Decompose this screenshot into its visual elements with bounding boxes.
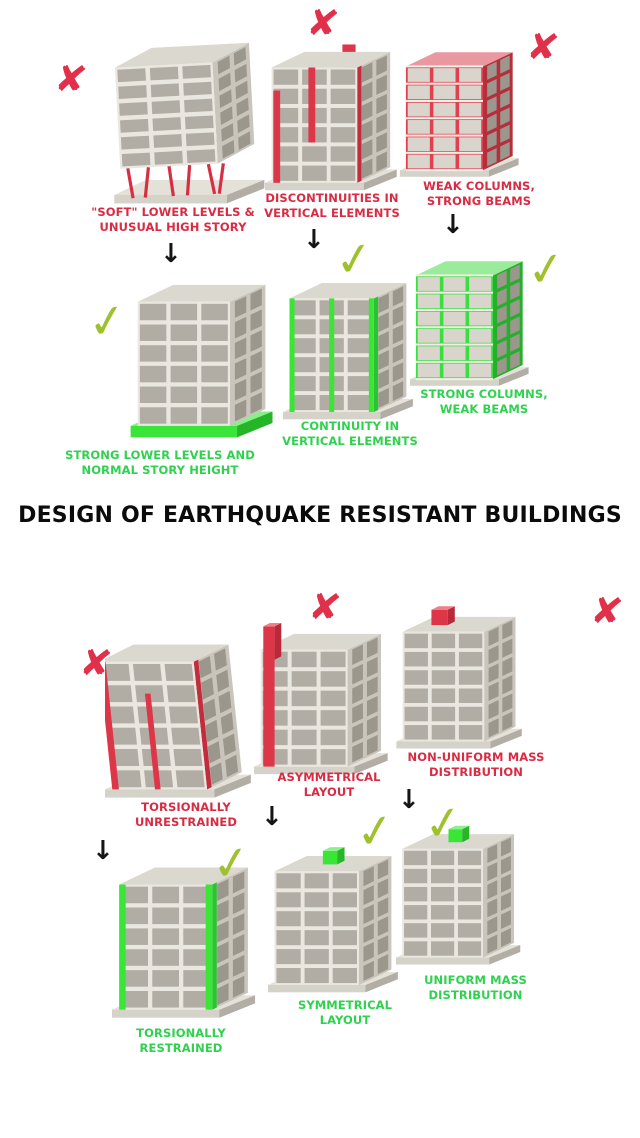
check-icon: ✓ bbox=[208, 833, 255, 893]
building-weak-columns-bad bbox=[400, 30, 526, 182]
label-nonuniform-mass: NON-UNIFORM MASS DISTRIBUTION bbox=[407, 750, 545, 780]
label-continuity: CONTINUITY IN VERTICAL ELEMENTS bbox=[282, 419, 418, 449]
building-nonuniform-mass-bad bbox=[394, 602, 532, 754]
building-asymmetrical-layout-bad bbox=[254, 598, 396, 780]
arrow-down-icon: ↓ bbox=[92, 836, 114, 866]
building-symmetrical-layout-good bbox=[268, 820, 406, 998]
arrow-down-icon: ↓ bbox=[442, 210, 464, 240]
cross-icon: ✘ bbox=[524, 23, 562, 71]
cross-icon: ✘ bbox=[588, 587, 626, 635]
building-torsionally-unrestrained-bad bbox=[105, 622, 260, 804]
check-icon: ✓ bbox=[352, 801, 399, 861]
arrow-down-icon: ↓ bbox=[261, 802, 283, 832]
building-soft-story-bad bbox=[110, 28, 278, 210]
label-soft-lower-levels: "SOFT" LOWER LEVELS & UNUSUAL HIGH STORY bbox=[91, 205, 255, 235]
building-strong-base-good bbox=[122, 268, 290, 440]
check-icon: ✓ bbox=[523, 239, 570, 299]
main-title: DESIGN OF EARTHQUAKE RESISTANT BUILDINGS bbox=[18, 503, 622, 528]
building-discontinuous-columns-bad bbox=[265, 24, 405, 196]
arrow-down-icon: ↓ bbox=[303, 225, 325, 255]
label-discontinuities: DISCONTINUITIES IN VERTICAL ELEMENTS bbox=[264, 191, 400, 221]
building-strong-columns-good bbox=[410, 243, 536, 391]
label-symmetrical-layout: SYMMETRICAL LAYOUT bbox=[297, 998, 393, 1028]
check-icon: ✓ bbox=[420, 793, 467, 853]
label-strong-lower-levels: STRONG LOWER LEVELS AND NORMAL STORY HEI… bbox=[65, 448, 255, 478]
label-torsionally-restrained: TORSIONALLY RESTRAINED bbox=[136, 1026, 226, 1056]
building-continuous-columns-good bbox=[283, 247, 421, 425]
label-uniform-mass: UNIFORM MASS DISTRIBUTION bbox=[424, 973, 527, 1003]
label-asymmetrical-layout: ASYMMETRICAL LAYOUT bbox=[277, 770, 381, 800]
building-torsionally-restrained-good bbox=[112, 838, 264, 1024]
label-weak-columns: WEAK COLUMNS, STRONG BEAMS bbox=[423, 179, 535, 209]
label-torsionally-unrestrained: TORSIONALLY UNRESTRAINED bbox=[134, 800, 238, 830]
arrow-down-icon: ↓ bbox=[398, 785, 420, 815]
label-strong-columns: STRONG COLUMNS, WEAK BEAMS bbox=[420, 387, 548, 417]
arrow-down-icon: ↓ bbox=[160, 239, 182, 269]
building-uniform-mass-good bbox=[396, 812, 528, 970]
cross-icon: ✘ bbox=[52, 55, 90, 103]
